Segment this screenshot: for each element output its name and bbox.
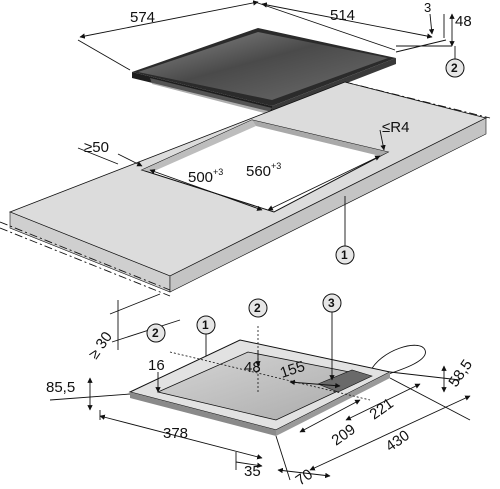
ext-line: [109, 293, 161, 315]
dim-line-35: [235, 461, 263, 468]
dim-line-430: [309, 395, 471, 471]
cutout-inner-wall: [252, 120, 388, 156]
dim-155: 155: [278, 358, 307, 382]
dim-line-50: [117, 153, 143, 167]
dim-500-tolerance: +3: [213, 167, 223, 177]
dim-378: 378: [163, 425, 188, 442]
dim-line-574: [79, 0, 259, 39]
break-line: [0, 227, 171, 297]
dim-line-155: [289, 379, 341, 389]
dim-58-5: 58,5: [445, 357, 476, 391]
dim-line-378: [99, 414, 263, 460]
hob-underside-view: 2 1 2 3 16 48 155 85,5 58,5 378 221: [46, 293, 476, 489]
dim-560-tolerance: +3: [271, 161, 281, 171]
dim-500-value: 500: [188, 169, 213, 186]
dim-line-500: [149, 169, 263, 211]
dim-560: 560+3: [246, 161, 281, 180]
callout-circle-2-left: [146, 323, 166, 343]
callout-2-top: 2: [451, 61, 458, 75]
hob-lower-body: [150, 78, 272, 114]
dim-48-bottom: 48: [244, 359, 261, 376]
dim-430: 430: [383, 427, 413, 455]
hob-glass-surface: [138, 32, 388, 100]
break-line: [344, 81, 491, 119]
dim-line-514: [261, 2, 433, 39]
dim-3: 3: [424, 0, 431, 15]
dim-560-value: 560: [246, 163, 271, 180]
ext-line: [275, 435, 291, 481]
dim-48: 48: [455, 13, 472, 30]
callout-2-center: 2: [254, 301, 261, 315]
dim-radius: ≤R4: [382, 119, 409, 136]
ext-line: [111, 319, 181, 343]
callout-3: 3: [328, 296, 335, 310]
worktop-height-dim: ≥ 30: [85, 293, 181, 363]
callout-2-left: 2: [152, 326, 159, 340]
dim-35: 35: [244, 463, 261, 480]
break-line: [0, 221, 171, 291]
ext-line: [77, 39, 131, 71]
dim-16: 16: [148, 357, 165, 374]
dim-line-3: [428, 13, 435, 35]
ext-line: [395, 39, 447, 53]
callout-1-bottom: 1: [202, 318, 209, 332]
hob-top-view: 574 514 3 48 2: [77, 0, 472, 114]
callout-circle-2-center: [248, 298, 268, 318]
ext-line: [77, 147, 119, 165]
ext-line: [389, 371, 461, 381]
dim-line-560: [267, 155, 381, 211]
dim-line-70: [277, 467, 331, 479]
worktop-view: 500+3 560+3 ≥50 ≤R4 1: [0, 81, 491, 297]
cutout-inner-wall: [142, 120, 256, 172]
dim-line-r4: [379, 129, 386, 151]
dim-70: 70: [293, 466, 316, 489]
dim-85-5: 85,5: [46, 379, 75, 396]
dim-min-30: ≥ 30: [85, 329, 116, 363]
dim-514: 514: [330, 7, 355, 24]
callout-circle-1-mid: [335, 245, 355, 265]
dim-500: 500+3: [188, 167, 223, 186]
dim-min-50: ≥50: [84, 139, 109, 156]
callout-1-mid: 1: [341, 248, 348, 262]
dim-574: 574: [130, 9, 155, 26]
dim-209: 209: [329, 421, 359, 449]
dim-221: 221: [367, 395, 397, 423]
